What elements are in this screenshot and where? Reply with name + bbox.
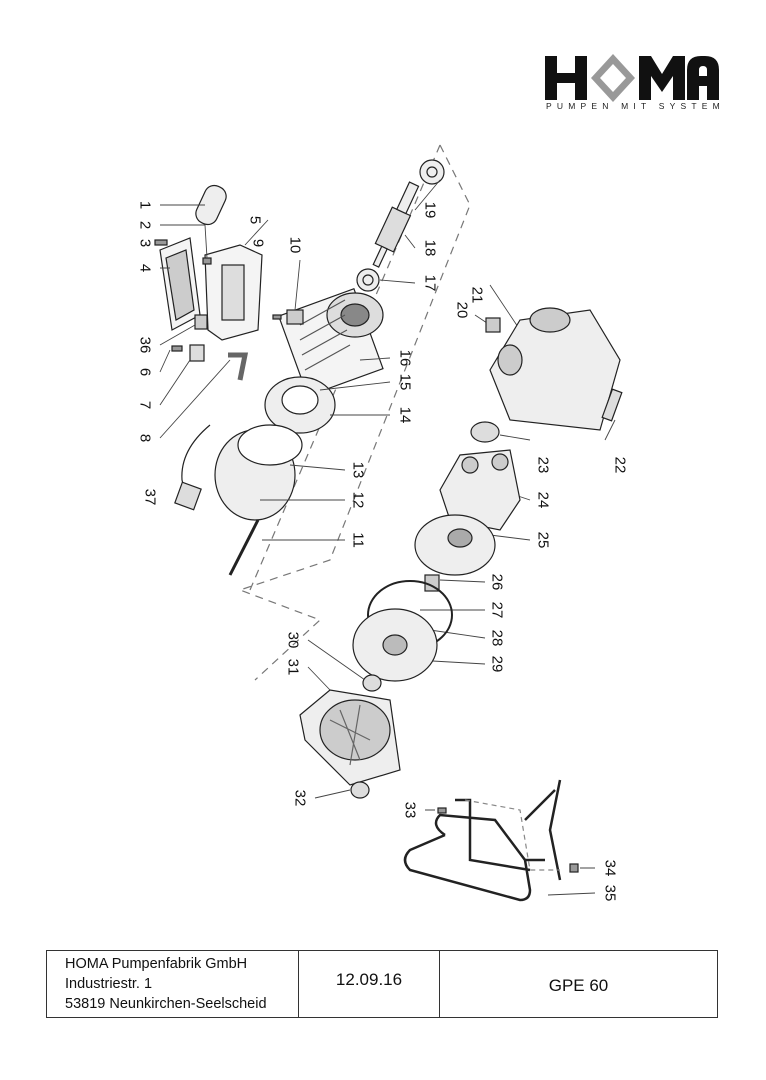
- homa-logo: [545, 54, 719, 102]
- part-number-label: 21: [468, 286, 486, 304]
- part-pump-casing: [489, 307, 621, 431]
- part-number-label: 25: [534, 531, 552, 549]
- part-number-label: 23: [534, 456, 552, 474]
- part-number-label: 34: [601, 859, 619, 877]
- part-rotor: [372, 181, 420, 268]
- part-number-label: 36: [136, 336, 154, 354]
- part-motor-housing: [277, 287, 384, 397]
- company-address: HOMA Pumpenfabrik GmbH Industriestr. 1 5…: [47, 951, 299, 1017]
- part-number-label: 6: [136, 367, 154, 377]
- part-number-label: 5: [246, 215, 264, 225]
- part-number-label: 28: [488, 629, 506, 647]
- part-number-label: 3: [136, 238, 154, 248]
- part-number-label: 35: [601, 884, 619, 902]
- company-street: Industriestr. 1: [65, 976, 153, 992]
- part-tie-rod: [228, 519, 260, 576]
- part-number-label: 14: [396, 406, 414, 424]
- part-number-label: 17: [421, 274, 439, 292]
- logo-tagline: PUMPEN MIT SYSTEM: [546, 101, 725, 111]
- part-number-label: 20: [453, 301, 471, 319]
- part-number-label: 13: [349, 461, 367, 479]
- drawing-date: 12.09.16: [299, 951, 440, 1017]
- part-number-label: 26: [488, 573, 506, 591]
- part-number-label: 11: [349, 532, 367, 548]
- part-number-label: 33: [401, 801, 419, 819]
- company-name: HOMA Pumpenfabrik GmbH: [65, 956, 248, 972]
- part-number-label: 4: [136, 263, 154, 273]
- part-capacitor: [195, 184, 227, 226]
- part-number-label: 12: [349, 491, 367, 509]
- part-number-label: 10: [286, 236, 304, 254]
- part-number-label: 7: [136, 400, 154, 410]
- part-pump-base: [299, 689, 401, 786]
- part-number-label: 16: [396, 349, 414, 367]
- part-number-label: 31: [284, 658, 302, 676]
- part-number-label: 18: [421, 239, 439, 257]
- company-city: 53819 Neunkirchen-Seelscheid: [65, 996, 267, 1012]
- part-bearing-top: [419, 159, 445, 185]
- part-number-label: 2: [136, 220, 154, 230]
- part-number-label: 9: [249, 238, 267, 248]
- part-number-label: 15: [396, 373, 414, 391]
- part-number-label: 8: [136, 433, 154, 443]
- part-number-label: 30: [284, 631, 302, 649]
- title-block: HOMA Pumpenfabrik GmbH Industriestr. 1 5…: [46, 950, 718, 1018]
- part-number-label: 24: [534, 491, 552, 509]
- exploded-parts-diagram: [154, 144, 623, 902]
- part-diffuser: [439, 449, 521, 531]
- part-number-label: 32: [291, 789, 309, 807]
- part-number-label: 1: [136, 200, 154, 210]
- part-number-label: 22: [611, 456, 629, 474]
- part-number-label: 37: [141, 488, 159, 506]
- part-frame: [403, 779, 562, 902]
- model-name: GPE 60: [548, 976, 609, 995]
- part-number-label: 29: [488, 655, 506, 673]
- part-number-label: 27: [488, 601, 506, 619]
- part-number-label: 19: [421, 201, 439, 219]
- part-bearing: [356, 268, 380, 292]
- part-bolt: [601, 388, 623, 422]
- part-fan: [237, 424, 303, 466]
